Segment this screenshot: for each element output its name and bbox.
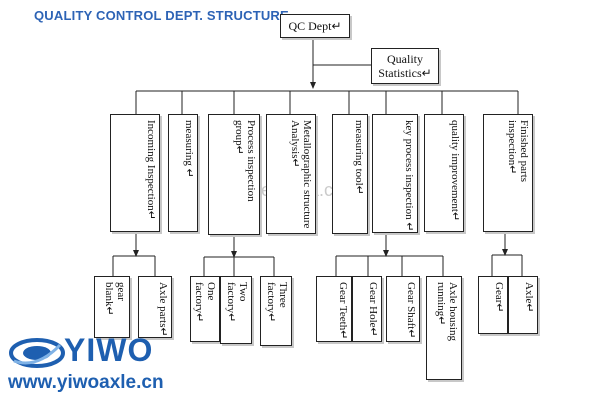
sub-gear-teeth: Gear Teeth↵ xyxy=(316,276,352,342)
qc-dept-label: QC Dept↵ xyxy=(288,19,342,33)
dept-label: Incoming Inspection↵ xyxy=(145,120,157,220)
sub-label: Gear Shaft↵ xyxy=(405,282,417,339)
brand-logo-icon xyxy=(9,338,65,368)
dept-label: Metallographic structure Analysis↵ xyxy=(289,120,313,229)
dept-label: measuring ↵ xyxy=(183,120,195,178)
sub-gear-hole: Gear Hole↵ xyxy=(352,276,382,342)
sub-label: Two factory↵ xyxy=(225,282,249,323)
sub-label: Gear Hole↵ xyxy=(367,282,379,337)
brand-url: www.yiwoaxle.cn xyxy=(8,372,164,393)
sub-two-factory: Two factory↵ xyxy=(220,276,252,344)
quality-statistics-box: Quality Statistics↵ xyxy=(371,48,439,84)
brand-name: YIWO xyxy=(64,332,154,368)
sub-label: Gear↵ xyxy=(493,282,505,313)
dept-finished-parts: Finished parts inspection↵ xyxy=(483,114,533,232)
sub-gear-blank: gear blank↵ xyxy=(94,276,130,338)
dept-incoming-inspection: Incoming Inspection↵ xyxy=(110,114,160,232)
sub-label: Axle parts↵ xyxy=(157,282,169,337)
sub-label: Gear Teeth↵ xyxy=(337,282,349,340)
sub-three-factory: Three factory↵ xyxy=(260,276,292,346)
sub-label: gear blank↵ xyxy=(103,282,127,316)
dept-label: Process inspection group↵ xyxy=(233,120,257,202)
sub-label: Axle↵ xyxy=(523,282,535,313)
sub-axle-housing-running: Axle housing running↵ xyxy=(426,276,462,380)
qc-dept-box: QC Dept↵ xyxy=(280,14,350,38)
stats-line2: Statistics↵ xyxy=(378,66,432,80)
dept-measuring-tool: measuring tool↵ xyxy=(332,114,368,234)
stats-line1: Quality xyxy=(387,52,423,66)
dept-metallographic: Metallographic structure Analysis↵ xyxy=(266,114,316,234)
sub-axle: Axle↵ xyxy=(508,276,538,334)
sub-gear-shaft: Gear Shaft↵ xyxy=(386,276,420,342)
dept-key-process: key process inspection ↵ xyxy=(372,114,418,233)
dept-label: quality improvement↵ xyxy=(449,120,461,222)
dept-label: measuring tool↵ xyxy=(353,120,365,195)
dept-process-inspection: Process inspection group↵ xyxy=(208,114,260,235)
chart-title: QUALITY CONTROL DEPT. STRUCTURE xyxy=(34,8,289,23)
sub-axle-parts: Axle parts↵ xyxy=(138,276,172,338)
sub-label: Three factory↵ xyxy=(265,282,289,323)
dept-label: Finished parts inspection↵ xyxy=(506,120,530,183)
dept-measuring: measuring ↵ xyxy=(168,114,198,232)
sub-label: Axle housing running↵ xyxy=(435,282,459,341)
dept-label: key process inspection ↵ xyxy=(403,120,415,232)
sub-label: One factory↵ xyxy=(193,282,217,323)
dept-quality-improvement: quality improvement↵ xyxy=(424,114,464,232)
sub-one-factory: One factory↵ xyxy=(190,276,220,342)
sub-gear: Gear↵ xyxy=(478,276,508,334)
